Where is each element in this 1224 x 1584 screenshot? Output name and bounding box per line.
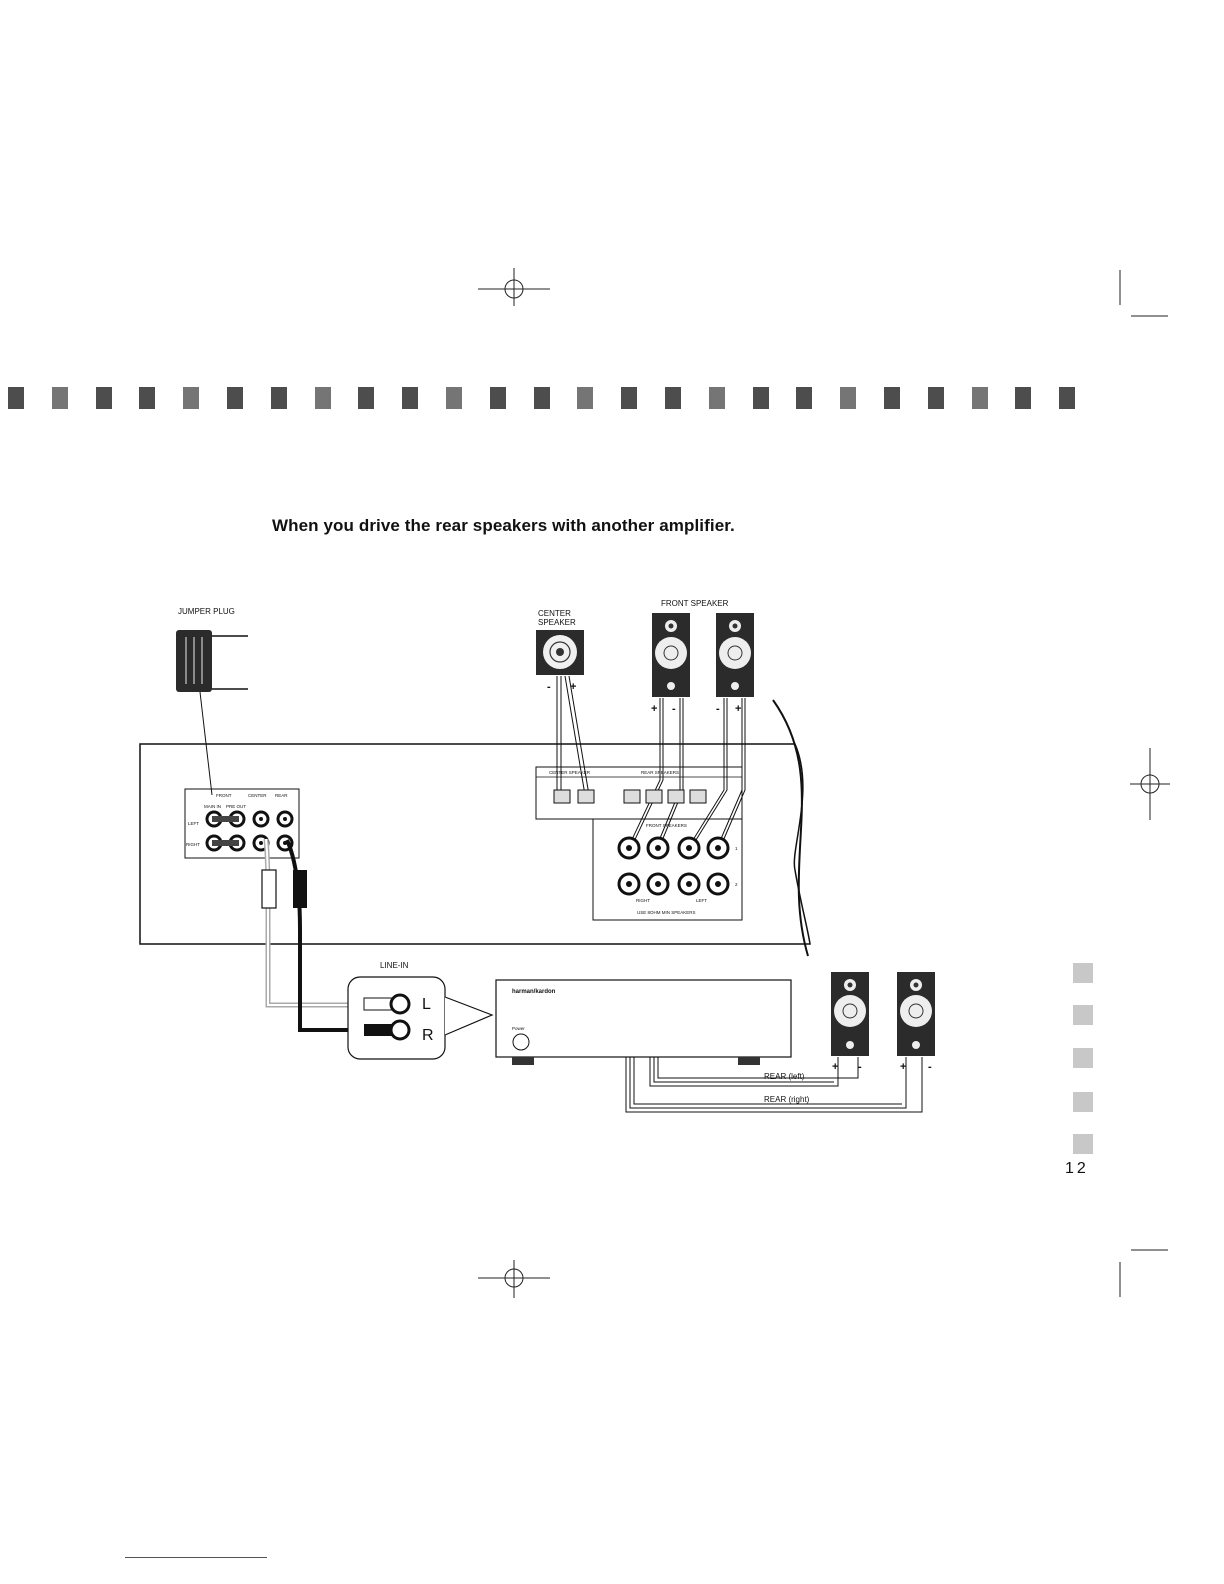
preamp-front-label: FRONT <box>216 793 232 798</box>
line-in-left-label: L <box>422 996 431 1013</box>
preamp-jack-panel: FRONT CENTER REAR MAIN IN PRE OUT LEFT R… <box>184 788 300 859</box>
front-right-minus-label: - <box>716 703 720 715</box>
preamp-center-label: CENTER <box>248 793 267 798</box>
decorative-square <box>8 387 24 409</box>
amp-brand-logo: harman/kardon <box>512 989 556 995</box>
decorative-square-strip <box>0 387 1076 411</box>
rear-speaker-right <box>897 972 935 1056</box>
section-tab-marker <box>1073 1092 1093 1112</box>
center-minus-label: - <box>547 681 551 693</box>
decorative-square <box>446 387 462 409</box>
center-speaker <box>536 630 584 675</box>
rear-speaker-wires <box>625 1057 923 1113</box>
terminal-rear-speakers-label: REAR SPEAKERS <box>641 770 679 775</box>
decorative-square <box>95 387 112 409</box>
decorative-square <box>708 387 725 409</box>
terminal-right-label: RIGHT <box>636 898 650 903</box>
terminal-row-2-label: 2 <box>735 882 738 887</box>
decorative-square <box>227 387 243 409</box>
decorative-square <box>402 387 419 409</box>
decorative-square <box>270 387 287 409</box>
jumper-plug-label: JUMPER PLUG <box>178 607 235 616</box>
terminal-row-1-label: 1 <box>735 846 738 851</box>
section-tab-marker <box>1073 963 1093 983</box>
receiver-rear-panel <box>139 743 811 945</box>
section-tab-marker <box>1073 1134 1093 1154</box>
center-speaker-wires <box>556 675 590 796</box>
decorative-square <box>927 387 944 409</box>
preamp-main-in-label: MAIN IN <box>204 804 221 809</box>
terminal-left-label: LEFT <box>696 898 707 903</box>
terminal-front-speakers-label: FRONT SPEAKERS <box>646 823 687 828</box>
decorative-square <box>183 387 200 409</box>
front-speaker-left <box>652 613 690 697</box>
decorative-square <box>752 387 769 409</box>
decorative-square <box>796 387 813 409</box>
decorative-square <box>314 387 331 409</box>
registration-mark-right <box>1130 748 1170 820</box>
registration-mark-top <box>478 268 550 306</box>
rear-left-label: REAR (left) <box>764 1072 805 1081</box>
decorative-square <box>621 387 638 409</box>
rear-left-minus-label: - <box>858 1061 862 1073</box>
rear-right-minus-label: - <box>928 1061 932 1073</box>
decorative-square <box>1059 387 1076 409</box>
jumper-plug <box>176 630 248 796</box>
rca-cable-left <box>261 838 366 1008</box>
decorative-square <box>1015 387 1032 409</box>
rca-cable-right <box>285 839 366 1032</box>
speaker-terminal-panel: CENTER SPEAKER REAR SPEAKERS FRONT SPEAK… <box>535 766 743 921</box>
center-speaker-label-line2: SPEAKER <box>538 618 576 627</box>
decorative-square <box>489 387 506 409</box>
line-in-jack-panel <box>347 976 494 1060</box>
amp-power-label: Power <box>512 1026 525 1031</box>
rear-left-plus-label: + <box>832 1061 838 1073</box>
front-left-minus-label: - <box>672 703 676 715</box>
decorative-square <box>51 387 68 409</box>
decorative-square <box>577 387 594 409</box>
preamp-pre-out-label: PRE OUT <box>226 804 246 809</box>
center-speaker-label-line1: CENTER <box>538 609 571 618</box>
page-number: 12 <box>1065 1160 1089 1177</box>
front-speaker-right <box>716 613 754 697</box>
registration-mark-bottom <box>478 1260 550 1298</box>
page-title: When you drive the rear speakers with an… <box>272 516 735 535</box>
rear-right-label: REAR (right) <box>764 1095 810 1104</box>
external-amplifier <box>495 979 792 1065</box>
section-tab-marker <box>1073 1048 1093 1068</box>
decorative-square <box>139 387 156 409</box>
front-right-plus-label: + <box>735 703 741 715</box>
decorative-square <box>358 387 375 409</box>
crop-mark-bottom-right <box>1119 1249 1168 1297</box>
front-left-plus-label: + <box>651 703 657 715</box>
terminal-use-note: USE 8OHM MIN SPEAKERS <box>637 910 696 915</box>
rear-right-plus-label: + <box>900 1061 906 1073</box>
preamp-right-label: RIGHT <box>186 842 200 847</box>
crop-mark-top-right <box>1119 270 1168 317</box>
preamp-rear-label: REAR <box>275 793 288 798</box>
center-plus-label: + <box>570 681 576 693</box>
decorative-square <box>840 387 857 409</box>
terminal-center-speaker-label: CENTER SPEAKER <box>549 770 591 775</box>
receiver-cut-edge <box>772 699 809 957</box>
rear-speaker-left <box>831 972 869 1056</box>
footer-rule <box>125 1557 267 1558</box>
line-in-label: LINE-IN <box>380 961 409 970</box>
decorative-square <box>884 387 900 409</box>
line-in-right-label: R <box>422 1027 434 1044</box>
decorative-square <box>533 387 550 409</box>
decorative-square <box>971 387 988 409</box>
section-tab-marker <box>1073 1005 1093 1025</box>
preamp-left-label: LEFT <box>188 821 199 826</box>
front-speaker-label: FRONT SPEAKER <box>661 599 729 608</box>
decorative-square <box>665 387 681 409</box>
